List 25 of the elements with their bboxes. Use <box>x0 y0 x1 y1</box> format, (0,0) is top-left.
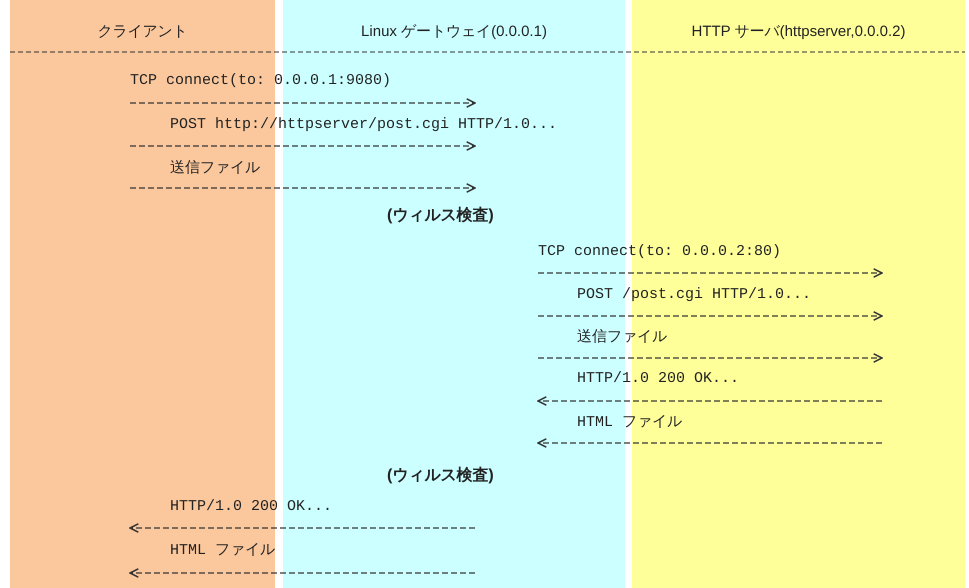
arrow <box>129 523 475 533</box>
arrow <box>130 141 476 151</box>
edge-label: HTTP/1.0 200 OK... <box>170 498 332 515</box>
note-text: (ウィルス検査) <box>387 466 494 486</box>
edge-label: 送信ファイル <box>577 328 667 346</box>
arrow <box>538 353 883 363</box>
arrow <box>538 268 883 278</box>
lane-header: HTTP サーバ(httpserver,0.0.0.2) <box>690 22 906 41</box>
arrow <box>537 396 882 406</box>
lane-header: Linux ゲートウェイ(0.0.0.1) <box>360 22 548 41</box>
edge-label: TCP connect(to: 0.0.0.2:80) <box>538 243 782 260</box>
arrow <box>130 183 476 193</box>
arrow <box>538 311 883 321</box>
note-text: (ウィルス検査) <box>387 206 494 226</box>
edge-label: POST http://httpserver/post.cgi HTTP/1.0... <box>170 116 558 133</box>
edge-label: 送信ファイル <box>170 159 260 177</box>
arrow <box>130 98 476 108</box>
edge-label: HTML ファイル <box>170 541 276 559</box>
edge-label: POST /post.cgi HTTP/1.0... <box>577 286 812 303</box>
arrow <box>129 568 475 578</box>
edge-label: TCP connect(to: 0.0.0.1:9080) <box>130 72 392 89</box>
arrow <box>537 438 882 448</box>
edge-label: HTML ファイル <box>577 413 682 431</box>
lane-header: クライアント <box>96 22 188 41</box>
edge-label: HTTP/1.0 200 OK... <box>577 370 740 387</box>
